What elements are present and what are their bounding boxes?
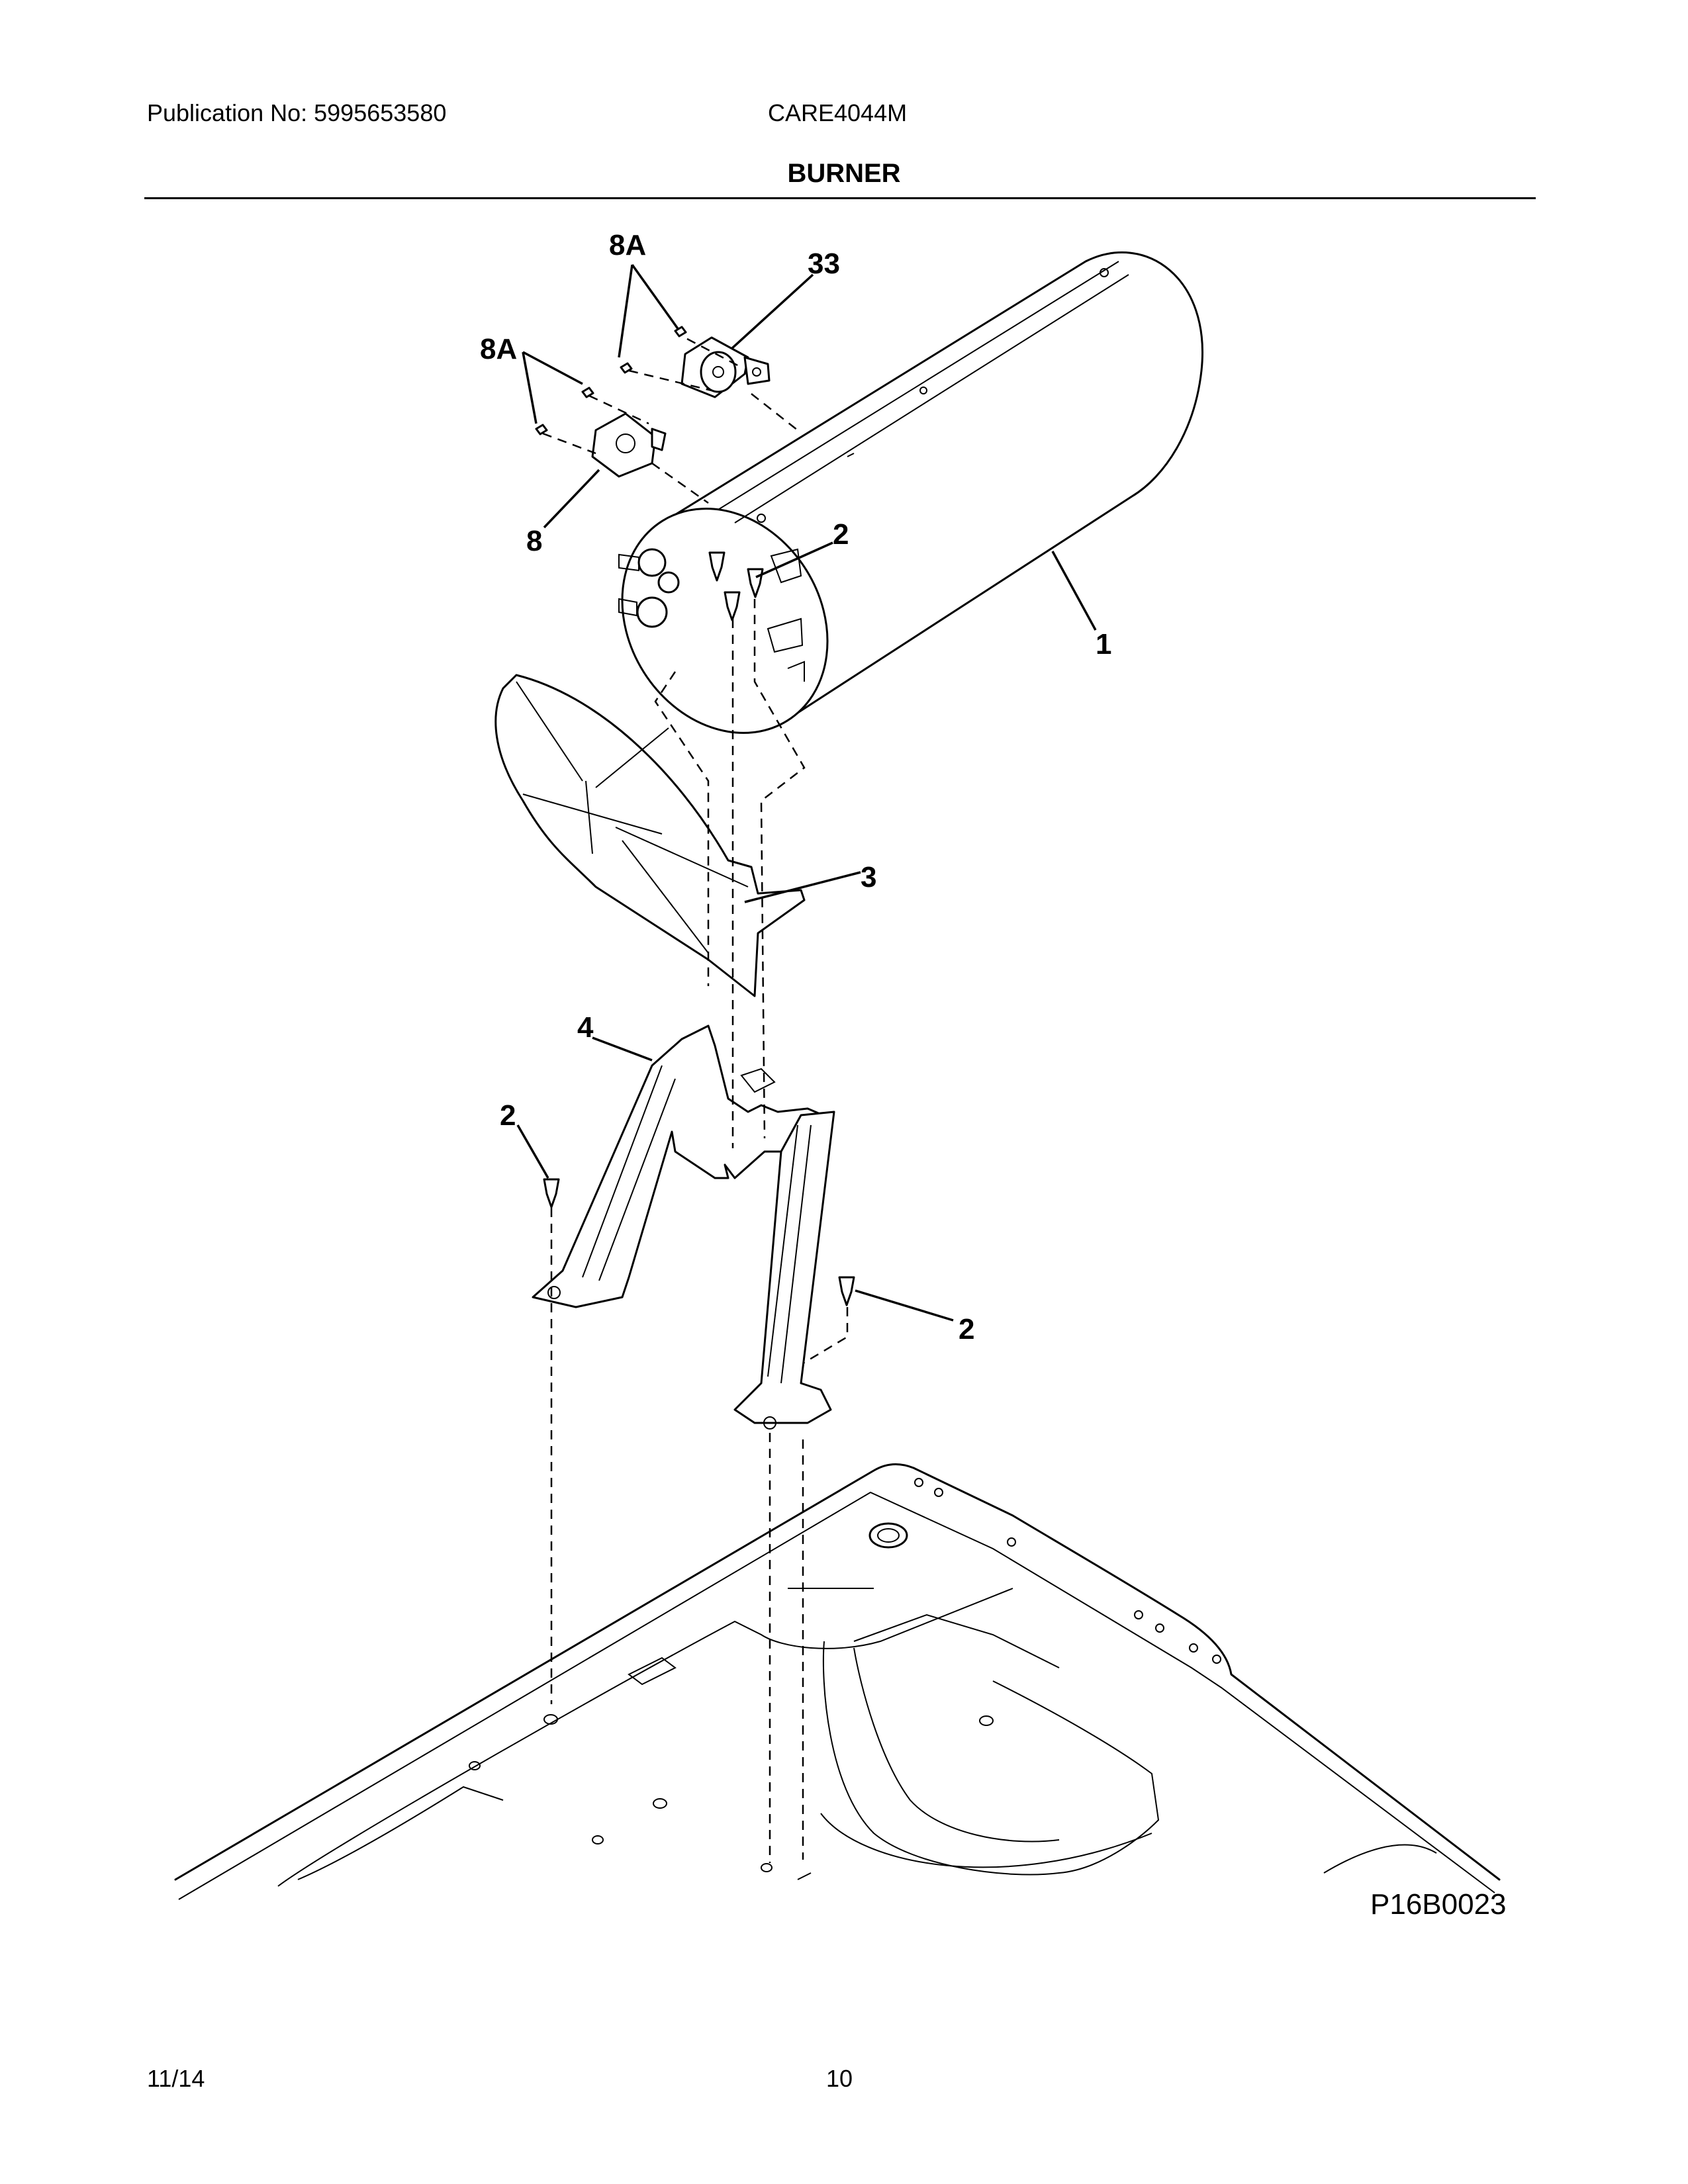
callout-8a-top: 8A [609, 229, 646, 261]
figure-id: P16B0023 [1370, 1888, 1507, 1921]
thermal-fuse-8 [591, 412, 667, 478]
footer-date: 11/14 [147, 2065, 205, 2092]
publication-number: Publication No: 5995653580 [147, 99, 447, 126]
burner-bracket-4 [532, 1024, 835, 1430]
model-number: CARE4044M [768, 99, 908, 126]
callout-2-tube: 2 [833, 518, 849, 551]
callout-3: 3 [861, 861, 876, 893]
callout-4: 4 [577, 1011, 594, 1044]
callout-1: 1 [1096, 628, 1111, 660]
section-title: BURNER [787, 159, 901, 188]
callout-2-left: 2 [500, 1099, 516, 1132]
cabinet-base [174, 1463, 1501, 1900]
flame-sensor-33 [680, 336, 771, 398]
burner-tube [618, 251, 1203, 734]
callout-labels: 8A 33 8A 8 2 1 3 4 2 2 P16B0023 [480, 229, 1507, 1921]
footer-page-number: 10 [826, 2065, 853, 2092]
callout-8: 8 [526, 525, 542, 557]
callout-2-right: 2 [959, 1313, 974, 1345]
header-rule [144, 197, 1536, 199]
igniter-assembly [618, 548, 680, 628]
leader-lines [516, 263, 1097, 1322]
screws [535, 326, 855, 1306]
callout-33: 33 [808, 248, 840, 280]
callout-8a-left: 8A [480, 333, 517, 365]
flame-shield-3 [494, 674, 806, 997]
alignment-lines [542, 338, 849, 1863]
